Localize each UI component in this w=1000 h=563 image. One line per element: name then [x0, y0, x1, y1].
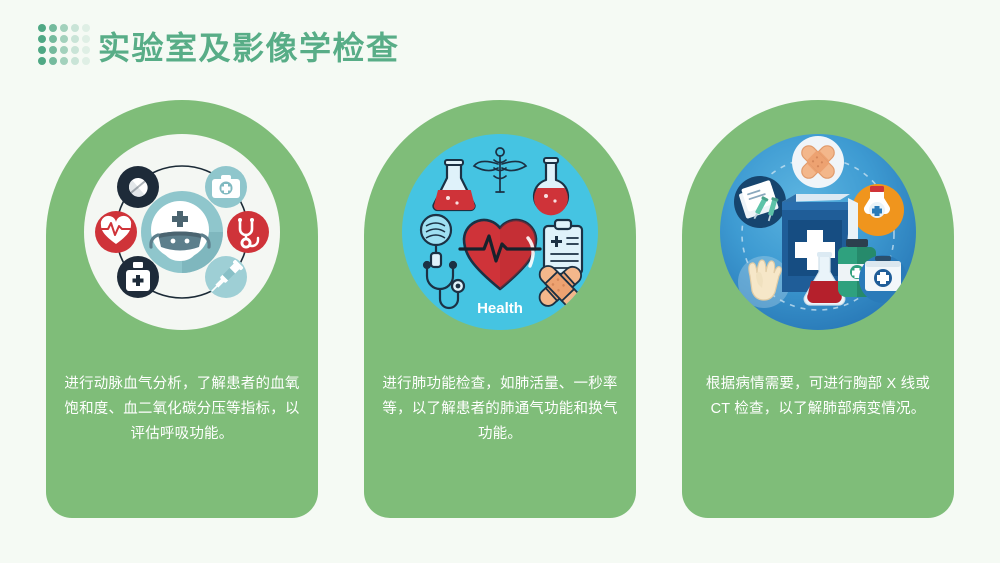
magnifier-icon — [419, 213, 453, 269]
info-card-3[interactable]: 根据病情需要，可进行胸部 X 线或 CT 检查，以了解肺部病变情况。 — [682, 100, 954, 518]
health-label: Health — [477, 300, 523, 317]
slide-header: 实验室及影像学检查 — [0, 0, 1000, 96]
grid-dot — [71, 57, 79, 65]
heart-ecg-icon — [458, 218, 542, 291]
bandage-cross-icon — [538, 265, 582, 308]
round-flask-icon — [532, 157, 570, 216]
grid-dot — [38, 35, 46, 43]
first-aid-kit-icon — [859, 255, 907, 303]
heart-ecg-icon — [95, 211, 137, 253]
grid-dot — [60, 57, 68, 65]
grid-dot — [38, 46, 46, 54]
grid-dot — [82, 57, 90, 65]
syringe-icon — [205, 256, 247, 298]
grid-dot — [60, 24, 68, 32]
pill-capsule-icon — [117, 166, 159, 208]
grid-dot — [38, 57, 46, 65]
erlenmeyer-flask-icon — [432, 159, 476, 212]
info-card-2[interactable]: Health 进行肺功能检查，如肺活量、一秒率等，以了解患者的肺通气功能和换气功… — [364, 100, 636, 518]
card-description: 进行肺功能检查，如肺活量、一秒率等，以了解患者的肺通气功能和换气功能。 — [382, 376, 618, 442]
card-description: 进行动脉血气分析，了解患者的血氧饱和度、血二氧化碳分压等指标，以评估呼吸功能。 — [64, 376, 300, 442]
medical-circle-icons-illustration — [84, 134, 280, 330]
dot-grid-decoration — [38, 24, 91, 66]
card-description: 根据病情需要，可进行胸部 X 线或 CT 检查，以了解肺部病变情况。 — [705, 376, 931, 417]
grid-dot — [71, 24, 79, 32]
page-title: 实验室及影像学检查 — [98, 30, 400, 66]
grid-dot — [82, 46, 90, 54]
stethoscope-icon — [422, 260, 466, 310]
stethoscope-icon — [227, 211, 269, 253]
grid-dot — [49, 35, 57, 43]
grid-dot — [71, 46, 79, 54]
grid-dot — [71, 35, 79, 43]
grid-dot — [82, 35, 90, 43]
grid-dot — [82, 24, 90, 32]
spray-bottle-icon — [852, 184, 904, 236]
info-card-1[interactable]: 进行动脉血气分析，了解患者的血氧饱和度、血二氧化碳分压等指标，以评估呼吸功能。 — [46, 100, 318, 518]
gloves-icon — [738, 256, 790, 308]
card-row: 进行动脉血气分析，了解患者的血氧饱和度、血二氧化碳分压等指标，以评估呼吸功能。 — [0, 100, 1000, 520]
caduceus-icon — [472, 147, 528, 193]
medicine-bottle-icon — [117, 256, 159, 298]
grid-dot — [38, 24, 46, 32]
clipboard-icon — [542, 218, 584, 276]
first-aid-kit-icon — [205, 166, 247, 208]
bandage-cross-icon — [792, 136, 844, 188]
prescription-icon — [734, 176, 786, 228]
grid-dot — [49, 24, 57, 32]
health-heart-illustration: Health — [402, 134, 598, 330]
grid-dot — [60, 46, 68, 54]
grid-dot — [49, 57, 57, 65]
grid-dot — [60, 35, 68, 43]
medical-book-supplies-illustration — [720, 134, 916, 330]
grid-dot — [49, 46, 57, 54]
